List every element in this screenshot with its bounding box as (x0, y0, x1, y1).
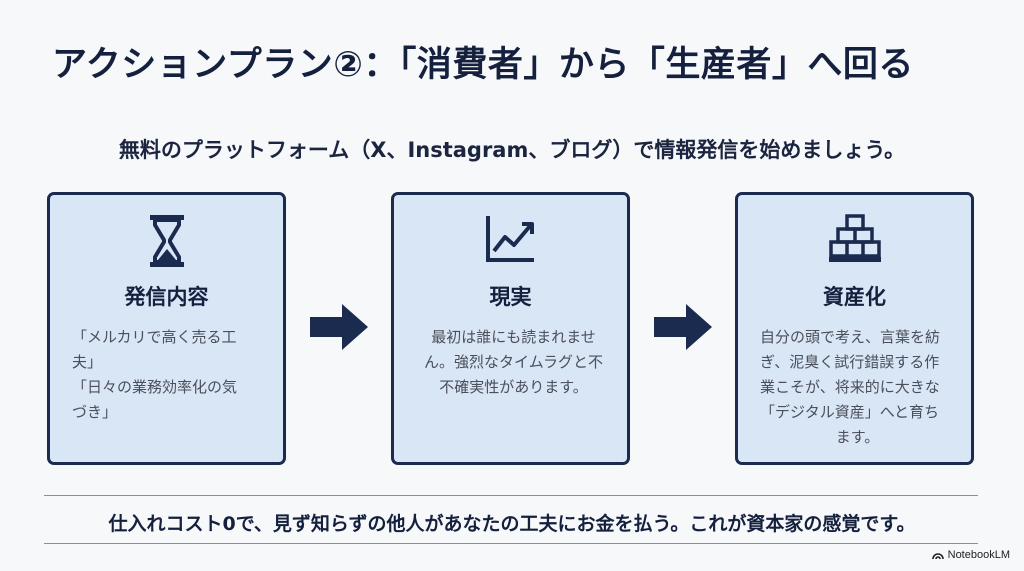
card-body: 「メルカリで高く売る工 夫」 「日々の業務効率化の気 づき」 (72, 325, 267, 425)
card-body: 最初は誰にも読まれませ ん。強烈なタイムラグと不 不確実性があります。 (416, 325, 611, 400)
notebooklm-logo-icon (931, 553, 944, 560)
card-content: 発信内容 「メルカリで高く売る工 夫」 「日々の業務効率化の気 づき」 (47, 192, 286, 465)
card-body: 自分の頭で考え、言葉を紡 ぎ、泥臭く試行錯誤する作 業こそが、将来的に大きな 「… (760, 325, 955, 450)
bottom-message: 仕入れコスト0で、見ず知らずの他人があなたの工夫にお金を払う。これが資本家の感覚… (108, 513, 916, 535)
card-line: 自分の頭で考え、言葉を紡 (760, 328, 941, 346)
divider-bottom (44, 543, 978, 544)
stacked-blocks-icon (738, 213, 971, 269)
card-title: 資産化 (823, 285, 886, 309)
arrow-right-icon (654, 304, 712, 350)
card-line: ます。 (835, 428, 880, 446)
card-line: 「デジタル資産」へと育ち (760, 403, 939, 421)
card-asset: 資産化 自分の頭で考え、言葉を紡 ぎ、泥臭く試行錯誤する作 業こそが、将来的に大… (735, 192, 974, 465)
card-line: 「日々の業務効率化の気 (72, 378, 238, 396)
trend-chart-icon (394, 213, 627, 269)
card-line: 夫」 (72, 353, 103, 371)
card-line: 「メルカリで高く売る工 (72, 328, 237, 346)
card-line: ぎ、泥臭く試行錯誤する作 (760, 353, 940, 371)
page-title: アクションプラン②：「消費者」から「生産者」へ回る (52, 45, 914, 85)
hourglass-icon (50, 213, 283, 269)
divider-top (44, 495, 978, 496)
brand-badge: NotebookLM (931, 549, 1010, 561)
brand-label: NotebookLM (947, 549, 1010, 561)
card-title: 現実 (489, 285, 532, 309)
page-subtitle: 無料のプラットフォーム（X、Instagram、ブログ）で情報発信を始めましょう… (118, 138, 906, 162)
card-title: 発信内容 (124, 285, 209, 309)
card-line: 最初は誰にも読まれませ (431, 328, 596, 346)
card-reality: 現実 最初は誰にも読まれませ ん。強烈なタイムラグと不 不確実性があります。 (391, 192, 630, 465)
card-line: づき」 (72, 403, 118, 421)
card-line: 不確実性があります。 (439, 378, 588, 396)
card-line: ん。強烈なタイムラグと不 (424, 353, 603, 371)
arrow-right-icon (310, 304, 368, 350)
card-line: 業こそが、将来的に大きな (760, 378, 940, 396)
